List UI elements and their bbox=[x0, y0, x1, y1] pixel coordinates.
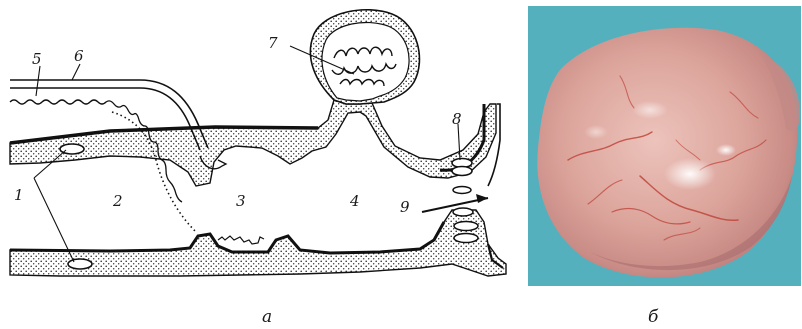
cross-section-1-lower bbox=[68, 259, 92, 269]
lumen-debris bbox=[218, 236, 264, 244]
sphincter-arrowhead bbox=[476, 194, 488, 203]
label-3: 3 bbox=[236, 192, 246, 210]
lower-wall-lining bbox=[10, 222, 444, 253]
label-8: 8 bbox=[452, 110, 462, 128]
panel-b-photo: б bbox=[528, 6, 801, 327]
highlight-main bbox=[664, 158, 716, 190]
caption-a: а bbox=[262, 307, 272, 327]
leader-5 bbox=[36, 66, 40, 96]
sphincter-section-4 bbox=[453, 187, 471, 194]
leader-1 bbox=[34, 150, 74, 262]
label-7: 7 bbox=[268, 34, 278, 52]
sphincter-section-1 bbox=[453, 208, 473, 216]
label-1: 1 bbox=[14, 186, 24, 204]
highlight-3 bbox=[632, 101, 668, 119]
label-6: 6 bbox=[74, 47, 84, 65]
sphincter-section-3 bbox=[454, 234, 478, 243]
label-2: 2 bbox=[112, 192, 123, 210]
upper-wall bbox=[10, 100, 496, 186]
caption-b: б bbox=[648, 307, 659, 327]
sphincter-section-2 bbox=[454, 222, 478, 231]
leader-6 bbox=[72, 64, 80, 80]
panel-a-diagram: 1 2 3 4 5 6 7 8 9 а bbox=[10, 10, 506, 327]
highlight-4 bbox=[584, 125, 608, 139]
cross-section-8b bbox=[452, 167, 472, 176]
label-4: 4 bbox=[349, 192, 360, 210]
label-5: 5 bbox=[32, 50, 42, 68]
label-9: 9 bbox=[400, 198, 410, 216]
highlight-2 bbox=[716, 144, 736, 156]
